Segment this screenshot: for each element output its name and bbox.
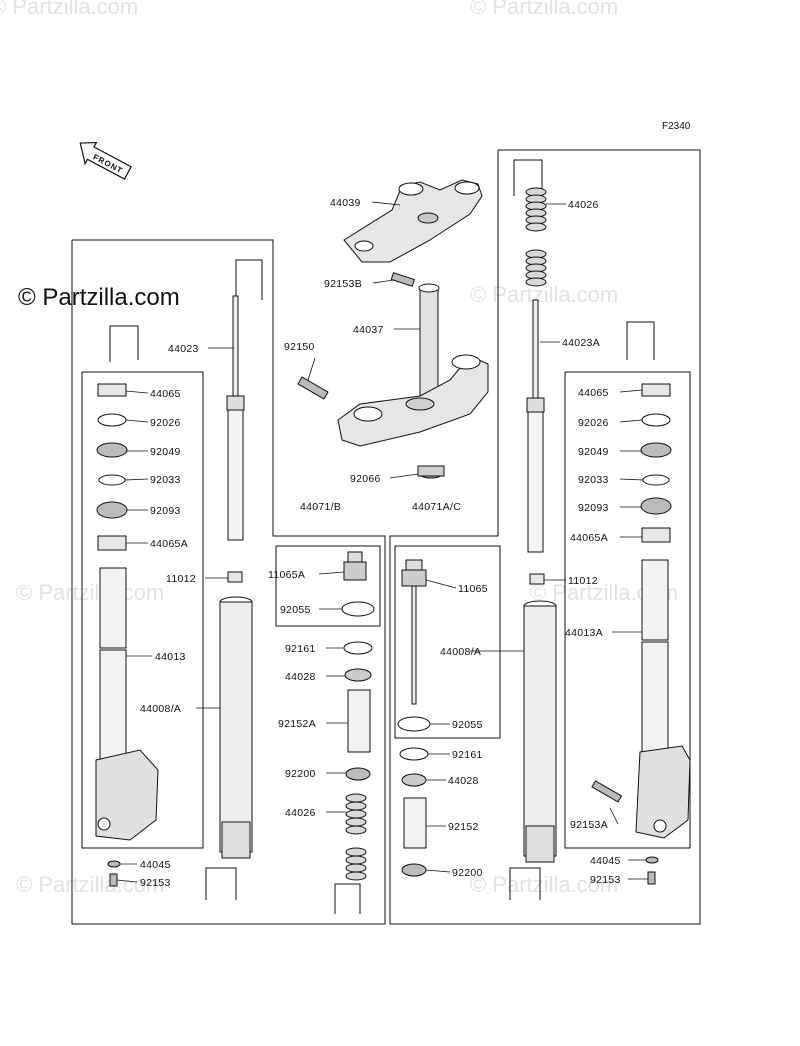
label-11065: 11065: [458, 583, 488, 595]
label-92026-left: 92026: [150, 417, 181, 429]
cap-bolt-11065a: [343, 551, 367, 581]
label-44065a-right: 44065A: [570, 532, 608, 544]
label-92152: 92152: [448, 821, 479, 833]
label-92066: 92066: [350, 473, 381, 485]
label-92153-left: 92153: [140, 877, 171, 889]
label-92161-left: 92161: [285, 643, 316, 655]
label-44026-left: 44026: [285, 807, 316, 819]
label-92055-right: 92055: [452, 719, 483, 731]
watermark: © Partzilla.com: [16, 872, 165, 897]
spring-44026-top: [525, 187, 547, 287]
label-44045-right: 44045: [590, 855, 621, 867]
brand-watermark: © Partzilla.com: [18, 284, 180, 311]
label-44023: 44023: [168, 343, 199, 355]
label-44071-b: 44071/B: [300, 501, 341, 513]
outer-tube-44013: [95, 567, 159, 841]
label-92033-right: 92033: [578, 474, 609, 486]
label-92161-right: 92161: [452, 749, 483, 761]
label-44013: 44013: [155, 651, 186, 663]
label-92093-left: 92093: [150, 505, 181, 517]
label-92093-right: 92093: [578, 502, 609, 514]
label-44065-right: 44065: [578, 387, 609, 399]
label-44023a: 44023A: [562, 337, 600, 349]
label-44039: 44039: [330, 197, 361, 209]
watermark: © Partzilla.com: [470, 282, 619, 307]
label-44008a-right: 44008/A: [440, 646, 481, 658]
label-92152a: 92152A: [278, 718, 316, 730]
watermark: © Partzilla.com: [470, 0, 619, 19]
label-92049-right: 92049: [578, 446, 609, 458]
label-92200-right: 92200: [452, 867, 483, 879]
damper-rod-44023: [226, 295, 245, 541]
label-44028-right: 44028: [448, 775, 479, 787]
bushing-11012-right: [529, 573, 545, 585]
bolt-92153b: [390, 272, 416, 287]
center-column-right: [399, 747, 429, 877]
cap-bolt-11065: [401, 559, 427, 705]
label-92026-right: 92026: [578, 417, 609, 429]
label-92049-left: 92049: [150, 446, 181, 458]
leader-lines: [116, 201, 648, 883]
label-44037: 44037: [353, 324, 384, 336]
nut-92066: [417, 465, 445, 479]
seal-stack-right: [640, 383, 672, 543]
label-11012-left: 11012: [166, 573, 196, 585]
o-ring-92055-right: [397, 716, 431, 732]
bracket-marks: [109, 159, 655, 914]
label-44071a-c: 44071A/C: [412, 501, 461, 513]
upper-triple-clamp: [343, 179, 483, 263]
figure-id: F2340: [662, 121, 691, 132]
label-44008a-left: 44008/A: [140, 703, 181, 715]
front-arrow-icon: FRONT: [79, 141, 132, 180]
label-92153b: 92153B: [324, 278, 362, 290]
label-44026-top: 44026: [568, 199, 599, 211]
damper-rod-44023a: [526, 299, 545, 553]
part-labels: 44039 92153B 44037 92150 92066 44071/B 4…: [140, 197, 621, 889]
o-ring-92055-left: [341, 601, 375, 617]
group-frames: [71, 149, 701, 925]
inner-tube-44008-left: [219, 596, 253, 859]
outer-tube-44013a: [635, 559, 691, 839]
label-92153-right: 92153: [590, 874, 621, 886]
label-11012-right: 11012: [568, 575, 598, 587]
label-92150: 92150: [284, 341, 315, 353]
label-92153a: 92153A: [570, 819, 608, 831]
label-44065-left: 44065: [150, 388, 181, 400]
watermark: © Partzilla.com: [16, 580, 165, 605]
bottom-bolts: [107, 780, 659, 887]
label-44028-left: 44028: [285, 671, 316, 683]
label-92055-left: 92055: [280, 604, 311, 616]
bolt-92150: [297, 376, 329, 400]
label-92200-left: 92200: [285, 768, 316, 780]
seal-stack-left: [96, 383, 128, 551]
watermark: © Partzilla.com: [470, 872, 619, 897]
label-44065a-left: 44065A: [150, 538, 188, 550]
inner-tube-44008-right: [523, 600, 557, 863]
center-column-left: [343, 641, 373, 881]
label-44013a: 44013A: [565, 627, 603, 639]
label-92033-left: 92033: [150, 474, 181, 486]
bushing-11012-left: [227, 571, 243, 583]
watermark: © Partzilla.com: [0, 0, 139, 19]
label-11065a: 11065A: [268, 569, 305, 581]
label-44045-left: 44045: [140, 859, 171, 871]
steering-stem: [337, 283, 489, 447]
